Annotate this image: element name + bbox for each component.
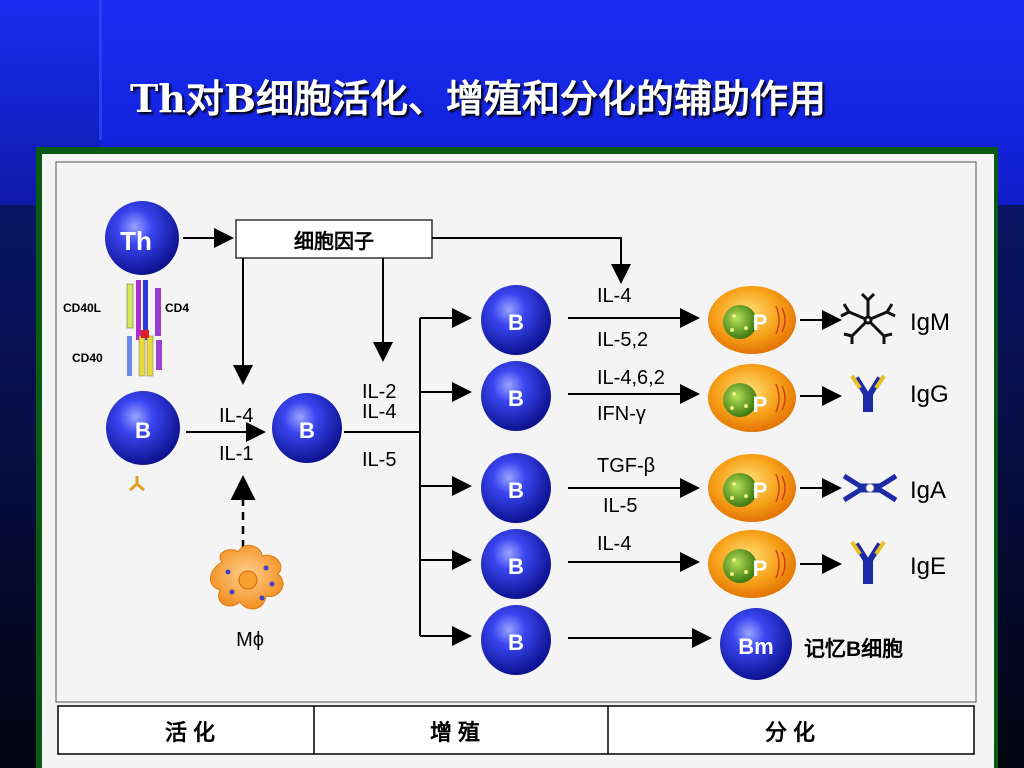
slide-title: Th对B细胞活化、增殖和分化的辅助作用 xyxy=(130,76,827,121)
plasma-label: P xyxy=(753,556,768,581)
plasma-cell-2: P xyxy=(708,364,796,432)
macrophage-label: Mϕ xyxy=(236,629,264,651)
ig-label-4: IgE xyxy=(910,553,946,580)
b-label: B xyxy=(508,386,524,411)
memory-label: Bm xyxy=(738,634,773,659)
memory-text: 记忆B细胞 xyxy=(804,637,903,661)
memory-b-cell: Bm xyxy=(720,608,792,680)
ig-label-1: IgM xyxy=(910,309,950,336)
cd40-label: CD40 xyxy=(72,351,103,365)
arrow-cytokine-differentiation xyxy=(432,237,631,284)
b-label: B xyxy=(135,418,151,443)
igm-pentamer-icon xyxy=(840,292,896,344)
b-cell-row-1: B xyxy=(481,285,551,355)
branch-3-bottom: IL-5 xyxy=(603,495,637,517)
header-divider xyxy=(99,0,102,140)
receptor-complex xyxy=(126,280,162,492)
cytokine-box-label: 细胞因子 xyxy=(294,229,374,253)
plasma-label: P xyxy=(753,478,768,503)
b-cell-resting: B xyxy=(106,391,180,465)
igg-antibody-icon xyxy=(850,374,886,412)
branch-4-top: IL-4 xyxy=(597,533,631,555)
plasma-label: P xyxy=(753,392,768,417)
cd40l-label: CD40L xyxy=(63,301,101,315)
branch-2-bottom: IFN-γ xyxy=(597,403,646,425)
inner-border xyxy=(55,161,977,703)
ig-label-3: IgA xyxy=(910,477,946,504)
plasma-cell-1: P xyxy=(708,286,796,354)
cytokine-box: 细胞因子 xyxy=(235,219,433,259)
proliferation-cytokine-1: IL-2 xyxy=(362,381,396,403)
ig-label-2: IgG xyxy=(910,381,949,408)
b-label: B xyxy=(508,554,524,579)
branch-1-bottom: IL-5,2 xyxy=(597,329,648,351)
b-label: B xyxy=(508,630,524,655)
stage-proliferation: 增 殖 xyxy=(430,720,480,745)
branch-arrows xyxy=(420,308,472,646)
b-label: B xyxy=(508,310,524,335)
stage-table: 活 化 增 殖 分 化 xyxy=(57,705,975,755)
b-label: B xyxy=(299,418,315,443)
b-cell-activated: B xyxy=(272,393,342,463)
branch-3-top: TGF-β xyxy=(597,455,655,477)
cd4-label: CD4 xyxy=(165,301,189,315)
stage-differentiation: 分 化 xyxy=(765,720,815,745)
macrophage xyxy=(210,544,284,610)
th-cell: Th xyxy=(105,201,179,275)
plasma-label: P xyxy=(753,310,768,335)
b-cell-row-2: B xyxy=(481,361,551,431)
branch-2-top: IL-4,6,2 xyxy=(597,367,665,389)
stage-activation: 活 化 xyxy=(165,720,215,745)
activation-cytokine-2: IL-1 xyxy=(219,443,253,465)
b-cell-row-4: B xyxy=(481,529,551,599)
activation-cytokine-1: IL-4 xyxy=(219,405,253,427)
proliferation-cytokine-3: IL-5 xyxy=(362,449,396,471)
b-label: B xyxy=(508,478,524,503)
branch-1-top: IL-4 xyxy=(597,285,631,307)
b-cell-row-5: B xyxy=(481,605,551,675)
proliferation-cytokine-2: IL-4 xyxy=(362,401,396,423)
plasma-cell-3: P xyxy=(708,454,796,522)
iga-dimer-icon xyxy=(842,473,898,503)
ige-antibody-icon xyxy=(850,540,886,584)
th-label: Th xyxy=(120,226,152,256)
b-cell-row-3: B xyxy=(481,453,551,523)
plasma-cell-4: P xyxy=(708,530,796,598)
